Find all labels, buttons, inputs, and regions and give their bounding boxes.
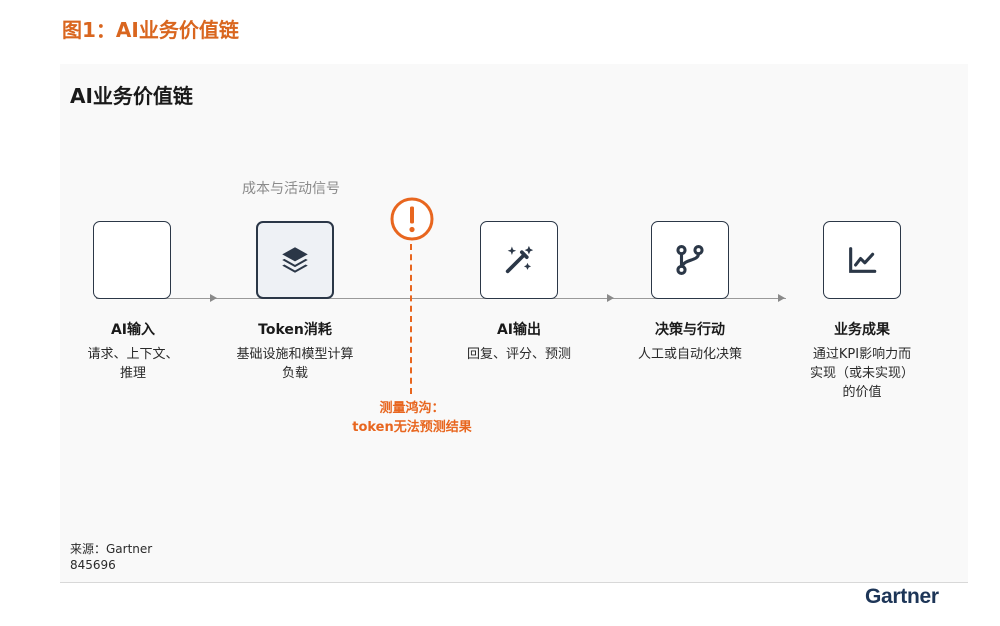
flow-line — [96, 298, 786, 299]
measurement-gap-text: 测量鸿沟： token无法预测结果 — [322, 399, 502, 437]
node-ai-output-title: AI输出 — [496, 322, 542, 338]
magic-wand-icon — [505, 245, 534, 274]
node-token-box — [256, 221, 334, 299]
description-line: 回复、评分、预测 — [466, 347, 571, 362]
git-branch-icon — [676, 244, 704, 276]
alert-circle-icon — [390, 197, 434, 241]
measurement-gap-line — [410, 244, 412, 394]
source-note: 来源：Gartner 845696 — [70, 541, 152, 573]
description-line: 请求、上下文、 — [87, 347, 179, 362]
node-ai-input-box — [93, 221, 171, 299]
gartner-logo: Gartner — [865, 585, 939, 608]
description-line: 的价值 — [842, 385, 882, 400]
description-line: 基础设施和模型计算 — [236, 347, 354, 362]
flow-arrowhead — [607, 294, 614, 302]
flow-arrowhead — [778, 294, 785, 302]
description-line: 负载 — [281, 366, 308, 381]
node-decision-description: 人工或自动化决策 — [605, 345, 775, 364]
node-ai-input-description: 请求、上下文、 推理 — [48, 345, 218, 383]
node-token-title: Token消耗 — [258, 322, 332, 338]
footer-divider — [60, 582, 968, 583]
signal-label: 成本与活动信号 — [242, 181, 340, 197]
node-token-description: 基础设施和模型计算 负载 — [210, 345, 380, 383]
node-ai-output-description: 回复、评分、预测 — [434, 345, 604, 364]
node-outcome-box — [823, 221, 901, 299]
diagram-panel — [60, 64, 968, 582]
layers-icon — [282, 247, 308, 273]
warning-line: token无法预测结果 — [352, 420, 472, 435]
source-line: 来源：Gartner — [70, 542, 153, 556]
flow-arrowhead — [210, 294, 217, 302]
node-decision-title: 决策与行动 — [655, 322, 725, 338]
node-outcome-description: 通过KPI影响力而 实现（或未实现） 的价值 — [777, 345, 947, 402]
description-line: 通过KPI影响力而 — [812, 347, 912, 362]
node-decision-box — [651, 221, 729, 299]
line-chart-icon — [849, 247, 877, 273]
warning-line: 测量鸿沟： — [379, 401, 445, 416]
description-line: 人工或自动化决策 — [637, 347, 742, 362]
figure-title: 图1：AI业务价值链 — [62, 18, 239, 42]
document-id: 845696 — [70, 558, 116, 572]
description-line: 实现（或未实现） — [809, 366, 914, 381]
node-ai-output-box — [480, 221, 558, 299]
description-line: 推理 — [119, 366, 146, 381]
panel-title: AI业务价值链 — [70, 84, 193, 108]
node-ai-input-title: AI输入 — [110, 322, 156, 338]
node-outcome-title: 业务成果 — [834, 322, 890, 338]
